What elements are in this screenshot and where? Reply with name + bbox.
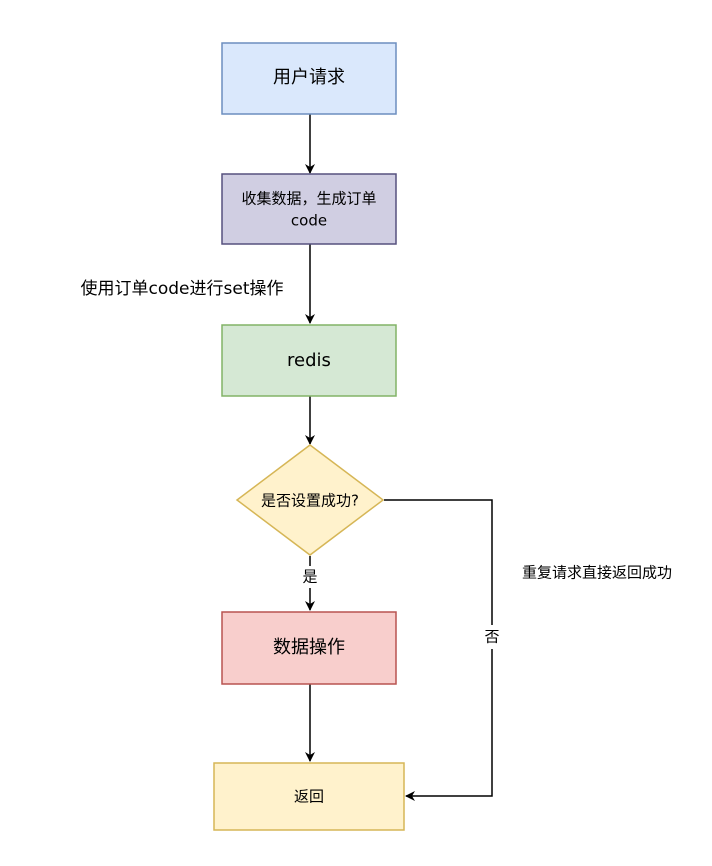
- node-collect-data-label-line1: 收集数据，生成订单: [241, 190, 376, 208]
- node-collect-data-box: [221, 173, 397, 245]
- node-return: 返回: [213, 762, 405, 831]
- node-data-operation-label: 数据操作: [273, 637, 345, 658]
- node-return-box: [213, 762, 405, 831]
- node-redis-box: [221, 324, 397, 397]
- edge-label-yes: 是: [302, 568, 317, 586]
- node-decision-diamond: [235, 444, 385, 556]
- node-user-request-label: 用户请求: [273, 67, 345, 88]
- node-redis: redis: [221, 324, 397, 397]
- edge-label-set-operation: 使用订单code进行set操作: [81, 278, 284, 299]
- node-collect-data: 收集数据，生成订单 code: [221, 173, 397, 245]
- edge-label-no: 否: [484, 628, 499, 646]
- node-data-operation: 数据操作: [221, 611, 397, 685]
- node-data-operation-box: [221, 611, 397, 685]
- edge-label-no-bg: [482, 625, 502, 649]
- node-decision: 是否设置成功?: [235, 444, 385, 556]
- edge-label-repeat-request: 重复请求直接返回成功: [522, 564, 672, 582]
- node-decision-label: 是否设置成功?: [261, 492, 359, 510]
- node-user-request: 用户请求: [221, 42, 397, 115]
- node-collect-data-label-line2: code: [291, 212, 327, 230]
- node-redis-label: redis: [287, 350, 331, 371]
- node-user-request-box: [221, 42, 397, 115]
- edge-label-yes-bg: [300, 566, 320, 588]
- node-return-label: 返回: [294, 788, 324, 806]
- edge-decision-no-to-return: [384, 499, 493, 801]
